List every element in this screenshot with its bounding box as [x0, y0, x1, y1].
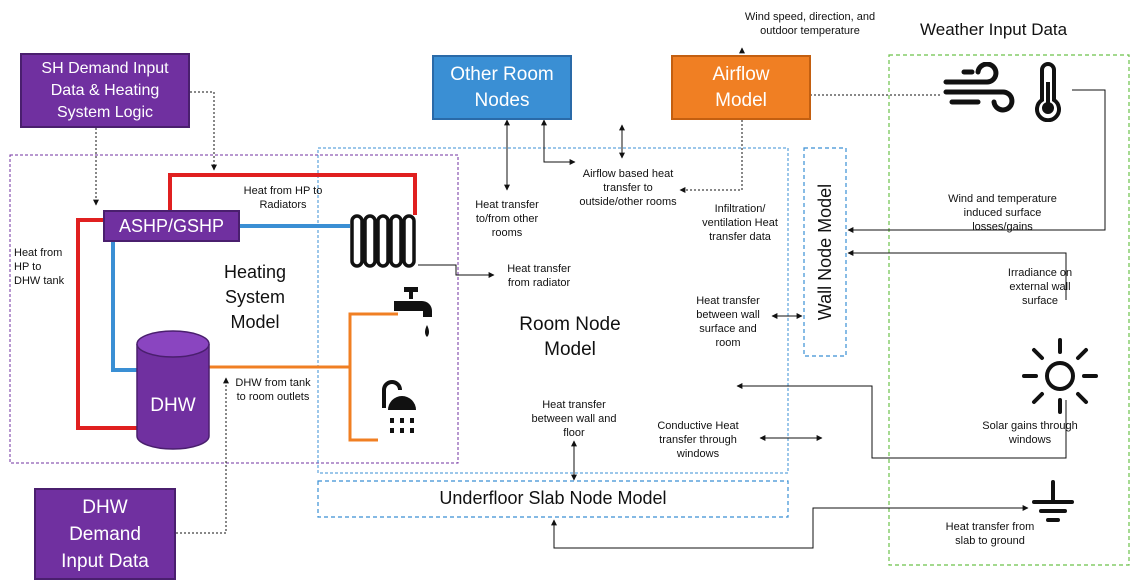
cold-pipe-dhw — [111, 238, 138, 372]
weather-title: Weather Input Data — [920, 20, 1068, 39]
sun-icon — [1020, 336, 1100, 421]
solar-gains-arrow — [736, 383, 1067, 459]
dhw-outlets-label: DHW from tank to room outlets — [235, 377, 311, 403]
airflow-label: Airflow Model — [712, 63, 770, 111]
hot-pipe-radiator — [168, 173, 417, 215]
wind-speed-label: Wind speed, direction, and outdoor tempe… — [744, 11, 876, 37]
tank-icon — [136, 330, 210, 450]
airflow-rooms-arrow — [541, 119, 576, 165]
heating-system-title: Heating System Model — [223, 262, 287, 332]
solar-gains-label: Solar gains through windows — [982, 420, 1078, 446]
infiltration-label: Infiltration/ ventilation Heat transfer … — [702, 203, 778, 243]
heat-hp-radiators-label: Heat from HP to Radiators — [243, 185, 323, 211]
sh-demand-box: SH Demand Input Data & Heating System Lo… — [20, 53, 190, 128]
wind-temp-losses-label: Wind and temperature induced surface los… — [948, 193, 1057, 233]
wall-node-region — [803, 147, 847, 357]
radiator-heat-arrow — [418, 264, 495, 278]
dhw-tank-label: DHW — [150, 395, 196, 416]
heat-wall-room-label: Heat transfer between wall surface and r… — [696, 295, 760, 349]
dhw-pipe-tap — [348, 312, 398, 367]
room-node-title: Room Node Model — [519, 314, 621, 360]
heating-system-region — [9, 154, 459, 464]
airflow-box: Airflow Model — [671, 55, 811, 120]
slab-ground-label: Heat transfer from slab to ground — [945, 521, 1035, 547]
airflow-heat-label: Airflow based heat transfer to outside/o… — [579, 168, 677, 208]
thermometer-icon — [1030, 60, 1066, 127]
irradiance-arrow — [847, 250, 1067, 300]
other-rooms-label: Other Room Nodes — [450, 63, 554, 111]
weather-region — [888, 54, 1130, 566]
conductive-windows-label: Conductive Heat transfer through windows — [657, 420, 739, 460]
sh-demand-label: SH Demand Input Data & Heating System Lo… — [41, 59, 169, 121]
underfloor-region — [317, 480, 789, 518]
ground-icon — [1028, 478, 1078, 533]
underfloor-title: Underfloor Slab Node Model — [439, 488, 667, 508]
other-rooms-box: Other Room Nodes — [432, 55, 572, 120]
ashp-box[interactable]: ASHP/GSHP — [103, 210, 240, 242]
wall-node-title: Wall Node Model — [815, 183, 835, 321]
heat-wall-floor-label: Heat transfer between wall and floor — [531, 399, 617, 439]
heat-transfer-rooms-label: Heat transfer to/from other rooms — [475, 199, 539, 239]
dhw-demand-label: DHW Demand Input Data — [61, 496, 149, 572]
dhw-demand-box: DHW Demand Input Data — [34, 488, 176, 580]
sh-to-heating-connector — [190, 91, 217, 171]
irradiance-label: Irradiance on external wall surface — [1007, 267, 1073, 307]
airflow-to-room-connector — [679, 120, 743, 193]
heat-from-radiator-label: Heat transfer from radiator — [507, 263, 571, 289]
radiator-icon — [350, 212, 420, 277]
ashp-label: ASHP/GSHP — [118, 215, 225, 236]
tap-icon — [392, 285, 437, 350]
slab-ground-arrow — [551, 505, 1029, 549]
heat-hp-dhw-label: Heat from HP to DHW tank — [14, 247, 65, 287]
wind-icon — [942, 61, 1017, 122]
weather-right-connector — [847, 89, 1106, 233]
shower-icon — [378, 378, 423, 445]
hot-pipe-dhw — [76, 218, 137, 430]
dhw-pipe-shower — [348, 367, 378, 442]
dhw-demand-connector — [176, 377, 229, 534]
